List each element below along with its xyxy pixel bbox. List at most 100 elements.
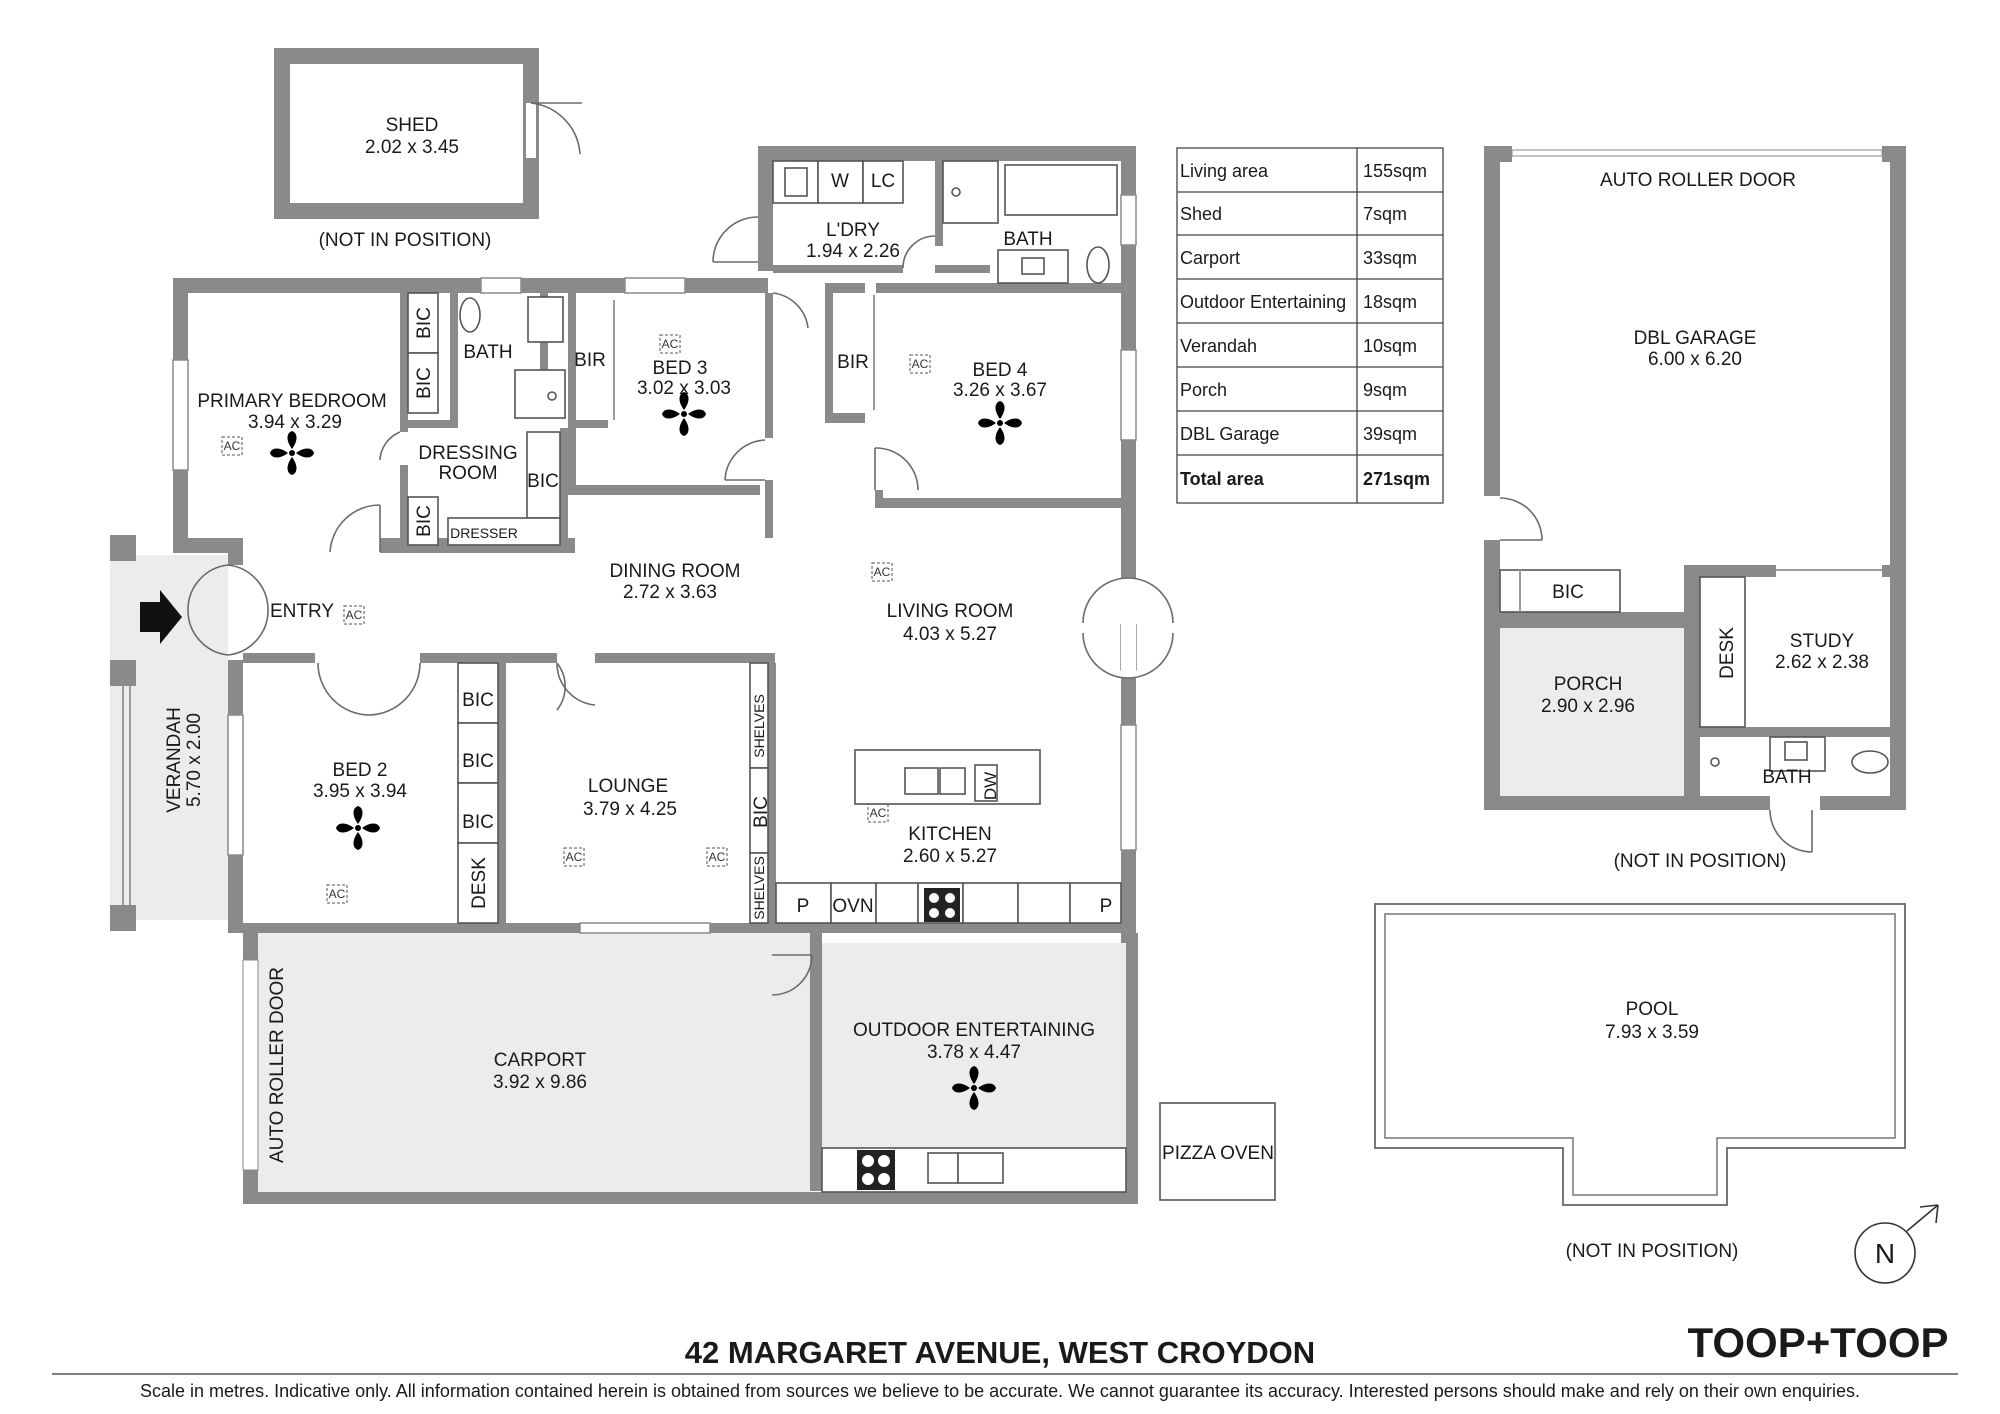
area-row-value: 10sqm <box>1363 336 1417 356</box>
door-swings <box>187 216 1174 996</box>
laundry-name: L'DRY <box>826 220 880 241</box>
svg-text:AC: AC <box>912 357 929 371</box>
verandah: VERANDAH 5.70 x 2.00 <box>110 535 205 931</box>
ac-icon: AC <box>326 884 348 904</box>
lounge-shelves-2: SHELVES <box>751 856 767 920</box>
dining-name: DINING ROOM <box>610 561 741 582</box>
pool-not-in-position: (NOT IN POSITION) <box>1566 1241 1739 1262</box>
north-compass: N <box>1854 1204 1939 1284</box>
garage-dims: 6.00 x 6.20 <box>1648 349 1742 370</box>
area-row-label: Verandah <box>1180 336 1257 356</box>
area-row-value: 39sqm <box>1363 424 1417 444</box>
lounge-dims: 3.79 x 4.25 <box>583 799 677 820</box>
bed2-bic-2: BIC <box>462 751 494 772</box>
ac-icon: AC <box>563 847 585 867</box>
kitchen-pantry-2: P <box>1100 896 1113 917</box>
laundry-dims: 1.94 x 2.26 <box>806 241 900 262</box>
area-row-value: 18sqm <box>1363 292 1417 312</box>
dining-dims: 2.72 x 3.63 <box>623 582 717 603</box>
verandah-name: VERANDAH <box>164 707 185 813</box>
area-row-value: 33sqm <box>1363 248 1417 268</box>
bed4-dims: 3.26 x 3.67 <box>953 380 1047 401</box>
living-dims: 4.03 x 5.27 <box>903 624 997 645</box>
ac-icon: AC <box>909 354 931 374</box>
outdoor-name: OUTDOOR ENTERTAINING <box>853 1020 1095 1041</box>
ac-icon: AC <box>343 605 365 625</box>
svg-text:AC: AC <box>566 850 583 864</box>
label-w: W <box>831 171 849 192</box>
area-total-label: Total area <box>1180 469 1265 489</box>
shed-dims: 2.02 x 3.45 <box>365 137 459 158</box>
study-name: STUDY <box>1790 631 1855 652</box>
porch-name: PORCH <box>1554 674 1623 695</box>
pool-dims: 7.93 x 3.59 <box>1605 1022 1699 1043</box>
area-row-value: 7sqm <box>1363 204 1407 224</box>
garage-bath-label: BATH <box>1762 767 1811 788</box>
area-row-label: DBL Garage <box>1180 424 1279 444</box>
ac-icon: AC <box>221 436 243 456</box>
bed3-bir: BIR <box>574 350 606 371</box>
area-row-label: Living area <box>1180 161 1269 181</box>
verandah-dims: 5.70 x 2.00 <box>184 713 205 807</box>
pool: POOL 7.93 x 3.59 <box>1374 903 1906 1206</box>
garage-roller-door: AUTO ROLLER DOOR <box>1600 170 1796 191</box>
room-labels: L'DRY 1.94 x 2.26 W LC BATH PRIMARY BEDR… <box>197 171 1274 1164</box>
svg-text:AC: AC <box>662 337 679 351</box>
primary-bedroom-dims: 3.94 x 3.29 <box>248 412 342 433</box>
cooktop-icon <box>924 888 960 922</box>
svg-text:AC: AC <box>329 887 346 901</box>
kitchen-dims: 2.60 x 5.27 <box>903 846 997 867</box>
brand-logo: TOOP+TOOP <box>1687 1319 1948 1366</box>
shed-not-in-position: (NOT IN POSITION) <box>319 230 492 251</box>
bed2-dims: 3.95 x 3.94 <box>313 781 407 802</box>
fan-icon <box>336 806 380 850</box>
garage-block: AUTO ROLLER DOOR DBL GARAGE 6.00 x 6.20 … <box>1484 146 1906 853</box>
label-dw: DW <box>981 772 1000 800</box>
shed-name: SHED <box>386 115 439 136</box>
svg-text:AC: AC <box>870 806 887 820</box>
compass-icon <box>1854 1222 1916 1284</box>
lounge-bic: BIC <box>751 796 772 828</box>
porch-dims: 2.90 x 2.96 <box>1541 696 1635 717</box>
primary-bic-3: BIC <box>414 505 435 537</box>
bed2-bic-1: BIC <box>462 690 494 711</box>
carport-roller-door: AUTO ROLLER DOOR <box>267 967 288 1163</box>
living-name: LIVING ROOM <box>887 601 1014 622</box>
entry-arrow-icon <box>140 590 182 644</box>
bed4-name: BED 4 <box>973 360 1028 381</box>
bed2-bic-3: BIC <box>462 812 494 833</box>
ac-icon: AC <box>867 803 889 823</box>
fixtures <box>407 160 1276 1201</box>
area-total-value: 271sqm <box>1363 469 1430 489</box>
study-desk: DESK <box>1717 627 1738 679</box>
area-row-value: 9sqm <box>1363 380 1407 400</box>
svg-text:AC: AC <box>874 565 891 579</box>
svg-text:AC: AC <box>346 608 363 622</box>
label-lc: LC <box>871 171 895 192</box>
pizza-oven-label: PIZZA OVEN <box>1162 1143 1274 1164</box>
ac-icon: AC <box>659 334 681 354</box>
outdoor-dims: 3.78 x 4.47 <box>927 1042 1021 1063</box>
pizza-oven <box>1159 1102 1276 1201</box>
lounge-shelves-1: SHELVES <box>751 694 767 758</box>
dressing-bic: BIC <box>527 471 559 492</box>
bed2-desk: DESK <box>469 857 490 909</box>
dressing-line1: DRESSING <box>418 443 517 464</box>
lounge-name: LOUNGE <box>588 776 668 797</box>
compass-label: N <box>1875 1238 1895 1269</box>
disclaimer: Scale in metres. Indicative only. All in… <box>140 1381 1860 1401</box>
garage-bic: BIC <box>1552 582 1584 603</box>
primary-bic-2: BIC <box>414 367 435 399</box>
area-row-label: Porch <box>1180 380 1227 400</box>
property-address: 42 MARGARET AVENUE, WEST CROYDON <box>685 1335 1315 1370</box>
kitchen-name: KITCHEN <box>908 824 991 845</box>
bed4-bir: BIR <box>837 352 869 373</box>
shed: SHED 2.02 x 3.45 <box>274 48 582 219</box>
laundry-bath-label: BATH <box>1003 229 1052 250</box>
primary-bath-label: BATH <box>463 342 512 363</box>
entry-label: ENTRY <box>270 601 334 622</box>
ac-icon: AC <box>706 847 728 867</box>
bed2-name: BED 2 <box>333 760 388 781</box>
fan-icon <box>978 401 1022 445</box>
